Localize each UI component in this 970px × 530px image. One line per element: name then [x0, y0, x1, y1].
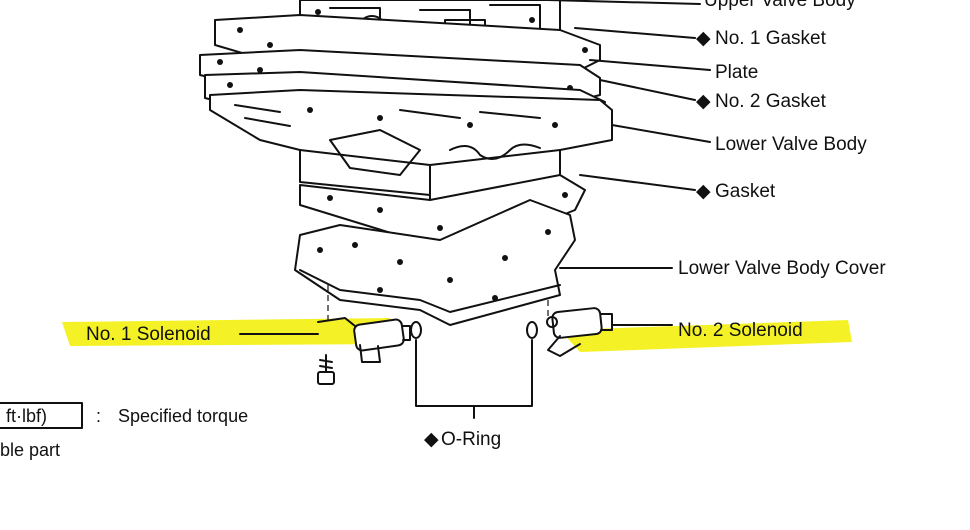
highlight-no2-solenoid — [560, 320, 852, 352]
legend-specified-torque: Specified torque — [118, 406, 248, 426]
label-no2-gasket: No. 2 Gasket — [715, 91, 827, 112]
non-reusable-marker-icon: ◆ — [696, 181, 711, 202]
lower-valve-body-cover-shape — [294, 199, 576, 326]
label-no1-gasket: No. 1 Gasket — [715, 28, 827, 49]
no2-solenoid-shape — [546, 307, 613, 357]
label-no2-solenoid: No. 2 Solenoid — [678, 320, 803, 341]
legend: ft·lbf) : Specified torque ble part — [0, 402, 248, 460]
label-no1-solenoid: No. 1 Solenoid — [86, 324, 211, 345]
label-lower-valve-body: Lower Valve Body — [715, 134, 867, 155]
non-reusable-marker-icon: ◆ — [696, 28, 711, 49]
bolt-shape — [317, 354, 335, 385]
highlight-no1-solenoid — [62, 318, 396, 346]
label-plate: Plate — [715, 62, 758, 83]
non-reusable-marker-icon: ◆ — [424, 429, 439, 450]
o-ring-left-shape — [410, 321, 422, 339]
o-ring-right-shape — [526, 321, 538, 339]
label-o-ring: O-Ring — [441, 429, 501, 450]
no1-solenoid-shape — [317, 317, 411, 363]
legend-separator: : — [96, 406, 101, 426]
non-reusable-marker-icon: ◆ — [696, 91, 711, 112]
label-gasket: Gasket — [715, 181, 776, 202]
label-lower-valve-body-cover: Lower Valve Body Cover — [678, 258, 886, 279]
legend-non-reusable-part: ble part — [0, 440, 60, 460]
label-upper-valve-body: Upper Valve Body — [704, 0, 856, 11]
legend-unit-box: ft·lbf) — [6, 406, 47, 426]
